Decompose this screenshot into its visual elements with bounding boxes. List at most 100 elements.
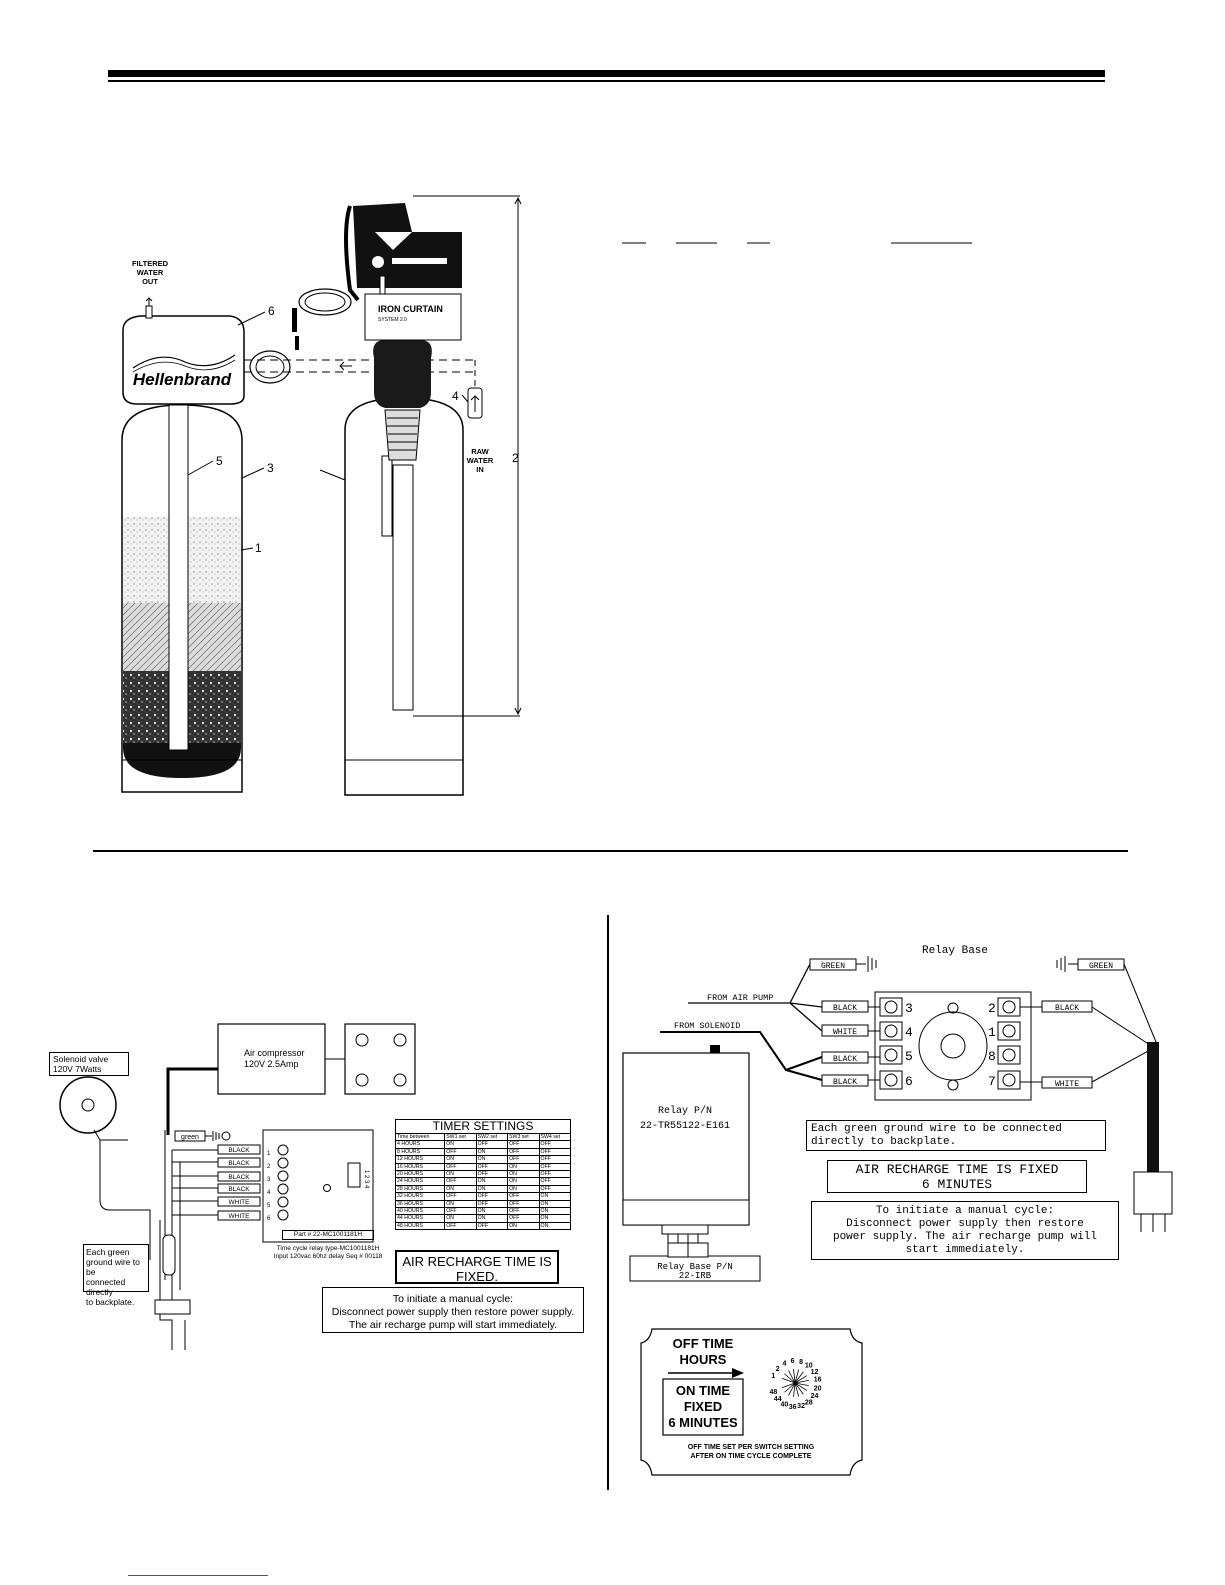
timer-header: SW2 set	[475, 1132, 509, 1142]
right-wiring-diagram: Relay Base GREEN GREEN 3 4 5 6 2 1 8 7 B…	[622, 945, 1173, 1282]
left-terminals: 1 2 3 4 5 6	[267, 1144, 331, 1222]
dial-footer-2: AFTER ON TIME CYCLE COMPLETE	[691, 1453, 812, 1460]
timer-cell: ON	[507, 1184, 540, 1194]
dial-spoke	[794, 1371, 804, 1384]
timer-cell: ON	[507, 1162, 540, 1172]
right-tank	[319, 340, 464, 796]
dial-spoke	[781, 1382, 796, 1389]
timer-cell: OFF	[475, 1140, 509, 1149]
timer-header: SW3 set	[507, 1132, 540, 1142]
callout-1: 1	[255, 541, 262, 555]
dial-number: 16	[814, 1377, 822, 1384]
timer-cell: ON	[538, 1221, 572, 1231]
dial-number: 6	[791, 1358, 795, 1365]
timer-cell: OFF	[475, 1199, 509, 1209]
timer-cell: 28 HOURS	[394, 1184, 446, 1194]
relay-terminal: 7	[988, 1074, 996, 1089]
dial-spoke	[794, 1369, 800, 1384]
callout-3: 3	[267, 461, 274, 475]
timer-cell: 20 HOURS	[394, 1170, 446, 1179]
timer-cell: ON	[507, 1170, 540, 1179]
terminal-number: 5	[267, 1203, 271, 1209]
callout-6: 6	[268, 304, 275, 318]
dial-number: 1	[771, 1373, 775, 1380]
timer-cell: ON	[444, 1199, 477, 1209]
from-air-pump: FROM AIR PUMP	[707, 993, 773, 1003]
timer-cell: OFF	[507, 1140, 540, 1149]
dial-number: 4	[782, 1361, 786, 1368]
dial-number: 28	[805, 1399, 813, 1406]
timer-cell: ON	[475, 1214, 509, 1223]
relay-wire-label-right: WHITE	[1055, 1080, 1079, 1089]
solenoid-line-1: Solenoid valve	[53, 1054, 109, 1064]
timer-cell: OFF	[444, 1162, 477, 1172]
manual-line: The air recharge pump will start immedia…	[348, 1319, 558, 1331]
column-divider	[607, 915, 609, 1490]
cycle-relay-line-1: Time cycle relay type-MC1001181H	[276, 1245, 380, 1252]
footer-link-underline[interactable]	[128, 1575, 268, 1576]
left-air-fixed-note: AIR RECHARGE TIME IS FIXED.	[395, 1250, 559, 1284]
header-rule-thin	[108, 80, 1105, 82]
wire-label: BLACK	[228, 1186, 250, 1193]
air-fixed-line: 6 MINUTES	[921, 1177, 993, 1192]
manual-line: To initiate a manual cycle:	[392, 1293, 514, 1305]
timer-cell: 8 HOURS	[394, 1147, 446, 1157]
green-label-right: GREEN	[1089, 962, 1113, 971]
left-wire-labels: BLACK BLACK BLACK BLACK WHITE WHITE	[217, 1144, 261, 1221]
timer-cell: ON	[444, 1214, 477, 1223]
dial-spoke	[794, 1382, 804, 1395]
timer-cell: OFF	[507, 1207, 540, 1216]
timer-cell: ON	[538, 1214, 572, 1223]
dial-footer-1: OFF TIME SET PER SWITCH SETTING	[688, 1444, 815, 1451]
relay-base-title: Relay Base	[922, 945, 988, 957]
wire-label: BLACK	[228, 1147, 250, 1154]
manual-line: Disconnect power supply then restore pow…	[331, 1306, 575, 1318]
dial-spoke	[794, 1375, 808, 1384]
timer-cell: 16 HOURS	[394, 1162, 446, 1172]
dial-spoke	[794, 1382, 800, 1397]
compressor-line-2: 120V 2.5Amp	[244, 1059, 299, 1069]
dial-number: 44	[774, 1396, 782, 1403]
timer-cell: OFF	[538, 1162, 572, 1172]
terminal-number: 6	[267, 1216, 271, 1222]
right-manual-note: To initiate a manual cycle: Disconnect p…	[811, 1201, 1119, 1260]
solenoid-line-2: 120V 7Watts	[53, 1064, 102, 1074]
timer-cell: OFF	[507, 1214, 540, 1223]
solenoid-label: Solenoid valve 120V 7Watts	[49, 1052, 129, 1076]
manual-line: start immediately.	[905, 1244, 1025, 1256]
relay-terminal: 1	[988, 1025, 996, 1040]
timer-cell: OFF	[507, 1155, 540, 1164]
wire-label: BLACK	[228, 1160, 250, 1167]
note-line: ground wire to be	[86, 1257, 140, 1277]
tank-illustration: Hellenbrand FILTERED WATER OUT 6 5 3 1 I…	[121, 195, 972, 796]
compressor-line-1: Air compressor	[244, 1048, 305, 1058]
timer-cell: OFF	[538, 1140, 572, 1149]
relay-wire-label: BLACK	[833, 1055, 857, 1064]
callout-2: 2	[512, 451, 519, 465]
timer-cell: OFF	[538, 1170, 572, 1179]
raw-label-2: WATER	[467, 456, 494, 465]
dial-number: 36	[789, 1404, 797, 1411]
terminal-number: 2	[267, 1164, 271, 1170]
timer-cell: OFF	[475, 1162, 509, 1172]
relay-pn-1: Relay P/N	[658, 1105, 712, 1117]
section-divider	[93, 850, 1128, 852]
timer-cell: ON	[444, 1170, 477, 1179]
relay-left-terminals: 3 4 5 6	[879, 997, 913, 1090]
dial-spoke	[793, 1369, 796, 1384]
relay-right-terminals: 2 1 8 7	[988, 997, 1021, 1090]
left-manual-note: To initiate a manual cycle: Disconnect p…	[322, 1287, 584, 1333]
timer-cell: OFF	[475, 1221, 509, 1231]
off-time-1: OFF TIME	[673, 1336, 734, 1351]
dial-spoke	[781, 1377, 796, 1384]
dial-spoke	[784, 1382, 796, 1393]
dial-spoke	[794, 1382, 809, 1386]
